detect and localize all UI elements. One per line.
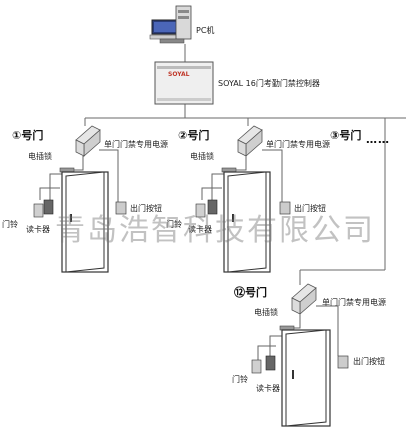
door2-title: ②号门 [178, 129, 210, 142]
door1-handle [70, 214, 72, 222]
controller-brand-logo: SOYAL [168, 71, 190, 78]
door2-power-label: 单门门禁专用电源 [266, 140, 330, 149]
door-1 [33, 125, 127, 273]
door1-card-reader [43, 199, 54, 215]
door12-card-reader [265, 355, 276, 371]
door1-reader-label: 读卡器 [26, 225, 50, 234]
wiring [84, 44, 406, 285]
door-2 [195, 125, 291, 273]
door2-exit-label: 出门按钮 [294, 204, 326, 213]
door2-lock-label: 电插锁 [190, 152, 214, 161]
door1-power-supply [75, 125, 101, 157]
door12-exit-label: 出门按钮 [353, 357, 385, 366]
door1-bell-label: 门铃 [2, 220, 18, 229]
door12-reader-label: 读卡器 [256, 384, 280, 393]
door1-exit-wire [99, 149, 119, 202]
door12-power-label: 单门门禁专用电源 [322, 298, 386, 307]
door12-power-supply [291, 283, 317, 315]
controller-label: SOYAL 16门考勤门禁控制器 [218, 79, 320, 88]
door2-power-supply [237, 125, 263, 157]
door1-exit-button [115, 201, 127, 215]
door2-reader-label: 读卡器 [188, 225, 212, 234]
door12-title: ⑫号门 [234, 286, 267, 299]
door2-door [223, 171, 271, 273]
pc-computer [149, 5, 192, 44]
door2-doorbell [195, 203, 206, 218]
door12-lock-label: 电插锁 [254, 308, 278, 317]
door2-bell-label: 门铃 [166, 220, 182, 229]
door2-handle [232, 214, 234, 222]
door2-exit-wire [262, 149, 283, 202]
door2-exit-button [279, 201, 291, 215]
more-doors-ellipsis: …… [366, 133, 390, 146]
door2-card-reader [207, 199, 218, 215]
door12-electric-lock [279, 325, 295, 331]
door1-exit-label: 出门按钮 [130, 204, 162, 213]
door1-power-label: 单门门禁专用电源 [104, 140, 168, 149]
door1-doorbell [33, 203, 44, 218]
door1-title: ①号门 [12, 129, 44, 142]
pc-label: PC机 [196, 26, 215, 35]
door12-bell-wire [257, 345, 276, 360]
door2-electric-lock [221, 167, 237, 173]
door2-bell-wire [201, 187, 222, 200]
door1-door [61, 171, 109, 273]
door2-lock-wire [232, 156, 247, 171]
door-12 [251, 283, 349, 427]
door1-bell-wire [39, 187, 60, 200]
door12-doorbell [251, 359, 262, 374]
door12-exit-button [337, 355, 349, 369]
door1-lock-label: 电插锁 [28, 152, 52, 161]
door12-bell-label: 门铃 [232, 375, 248, 384]
door12-door [281, 329, 331, 427]
company-watermark: 青岛浩智科技有限公司 [55, 213, 375, 248]
door12-exit-wire [316, 305, 339, 356]
door12-handle [292, 370, 294, 379]
door1-electric-lock [59, 167, 75, 173]
door1-lock-wire [70, 156, 84, 171]
controller-box [154, 61, 214, 105]
door3-title: ③号门 [330, 129, 362, 142]
